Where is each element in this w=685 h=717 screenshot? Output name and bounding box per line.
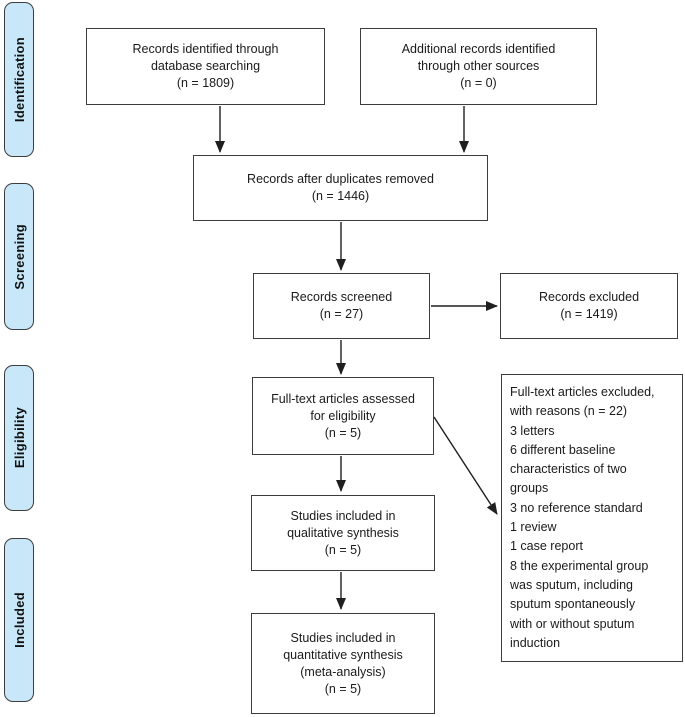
box-records-identified-database: Records identified through database sear… bbox=[86, 28, 325, 105]
stage-label-included: Included bbox=[11, 592, 27, 648]
stage-tab-eligibility: Eligibility bbox=[4, 365, 34, 511]
stage-label-screening: Screening bbox=[11, 223, 27, 290]
box-studies-quantitative-synthesis: Studies included in quantitative synthes… bbox=[251, 613, 435, 714]
box-studies-qualitative-synthesis: Studies included in qualitative synthesi… bbox=[251, 495, 435, 571]
stage-label-identification: Identification bbox=[11, 36, 27, 123]
box-records-excluded: Records excluded (n = 1419) bbox=[500, 273, 678, 339]
box-fulltext-articles-assessed: Full-text articles assessed for eligibil… bbox=[252, 377, 434, 455]
box-additional-records-other-sources: Additional records identified through ot… bbox=[360, 28, 597, 105]
stage-tab-screening: Screening bbox=[4, 183, 34, 330]
stage-tab-included: Included bbox=[4, 538, 34, 702]
box-fulltext-articles-excluded-reasons: Full-text articles excluded, with reason… bbox=[501, 374, 683, 662]
stage-label-eligibility: Eligibility bbox=[11, 407, 27, 469]
stage-tab-identification: Identification bbox=[4, 2, 34, 157]
box-records-screened: Records screened (n = 27) bbox=[253, 273, 430, 339]
box-records-after-duplicates-removed: Records after duplicates removed (n = 14… bbox=[193, 155, 488, 221]
arrow-fulltext-to-reasons bbox=[433, 416, 498, 515]
